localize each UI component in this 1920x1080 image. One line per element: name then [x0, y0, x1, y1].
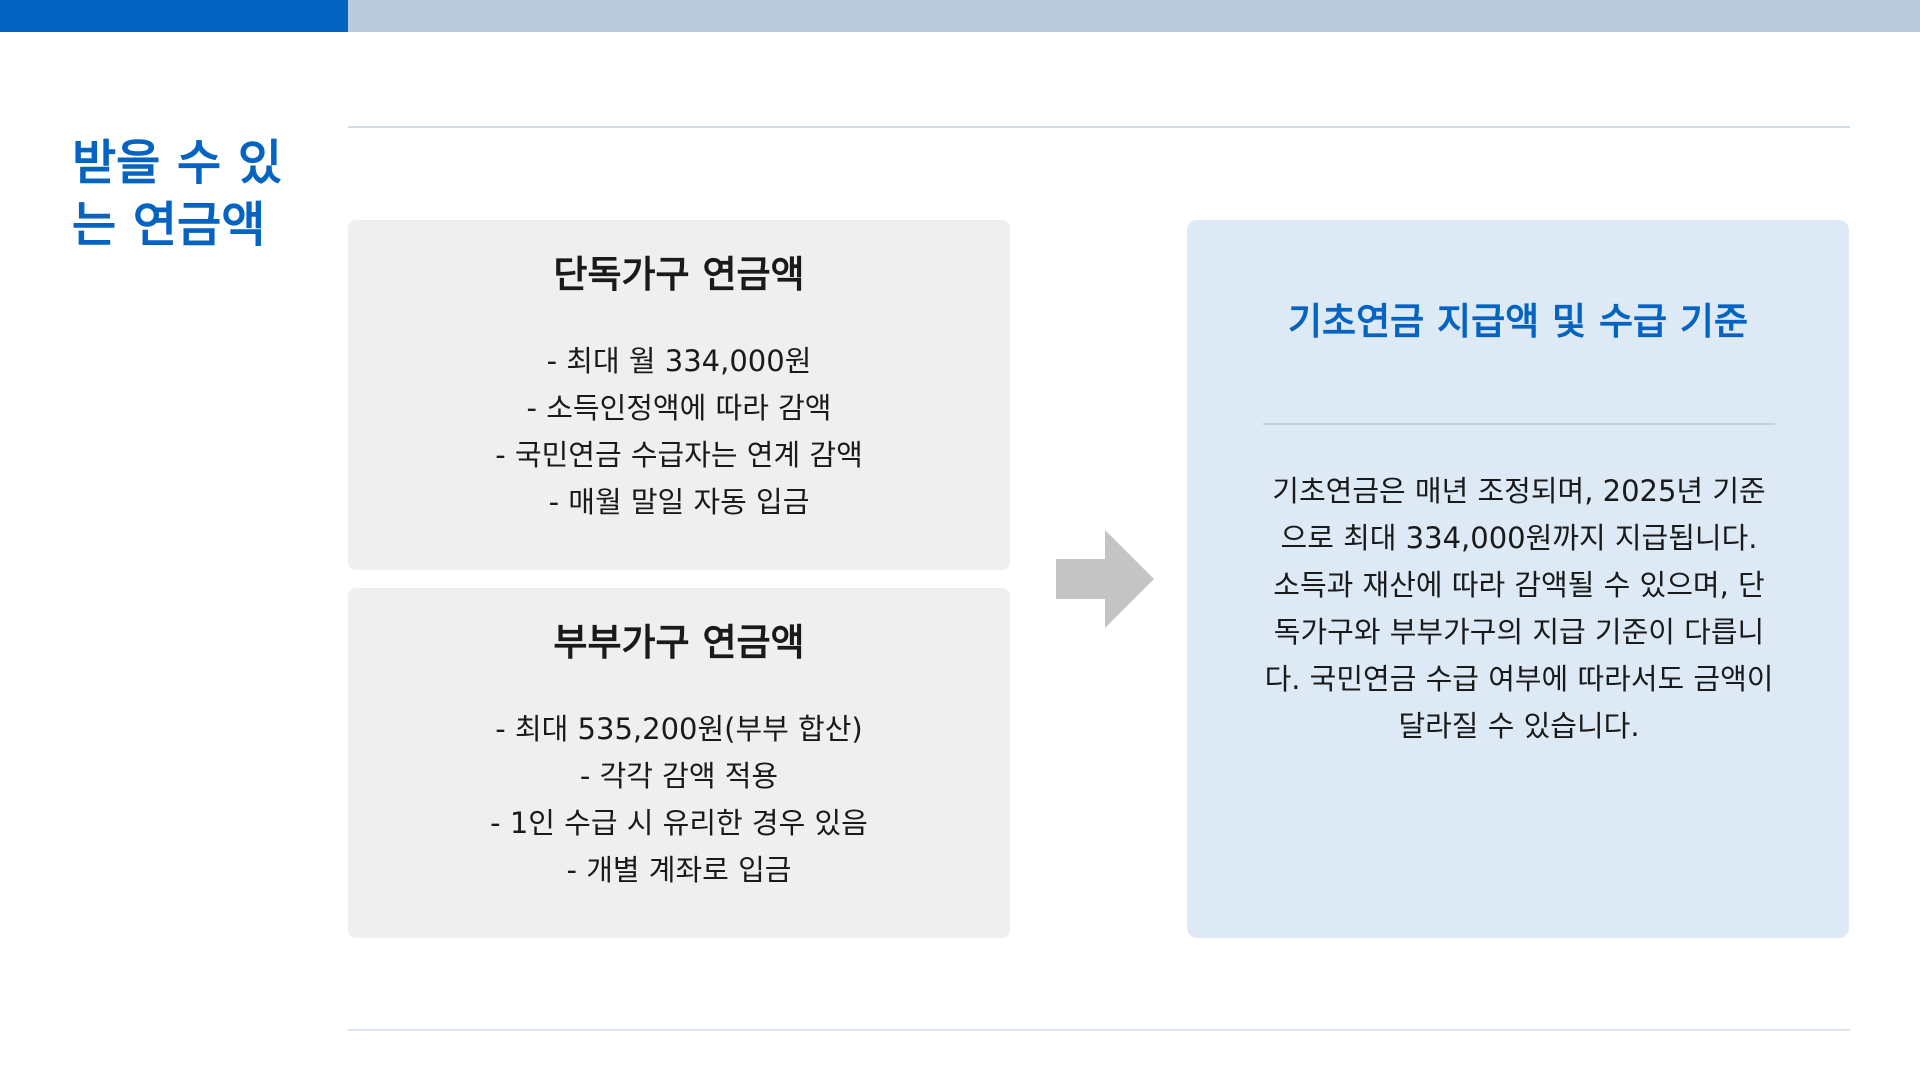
list-item: - 1인 수급 시 유리한 경우 있음	[490, 806, 868, 840]
bottom-divider	[348, 1029, 1850, 1031]
couple-household-card: 부부가구 연금액 - 최대 535,200원(부부 합산) - 각각 감액 적용…	[348, 588, 1010, 938]
section-title: 받을 수 있는 연금액	[72, 135, 283, 253]
couple-household-title: 부부가구 연금액	[553, 621, 805, 664]
list-item: - 매월 말일 자동 입금	[548, 485, 810, 519]
top-bar-accent	[0, 0, 348, 32]
single-household-title: 단독가구 연금액	[553, 253, 805, 296]
list-item: - 국민연금 수급자는 연계 감액	[495, 438, 863, 472]
info-panel-title: 기초연금 지급액 및 수급 기준	[1287, 300, 1748, 343]
list-item: - 최대 535,200원(부부 합산)	[495, 712, 863, 746]
info-panel-body: 기초연금은 매년 조정되며, 2025년 기준으로 최대 334,000원까지 …	[1264, 474, 1774, 743]
list-item: - 소득인정액에 따라 감액	[526, 391, 832, 425]
top-divider	[348, 126, 1850, 128]
single-household-card: 단독가구 연금액 - 최대 월 334,000원 - 소득인정액에 따라 감액 …	[348, 220, 1010, 570]
info-panel-divider	[1263, 423, 1775, 425]
info-panel: 기초연금은 매년 조정되며, 2025년 기준으로 최대 334,000원까지 …	[1187, 220, 1849, 938]
couple-household-list: - 최대 535,200원(부부 합산) - 각각 감액 적용 - 1인 수급 …	[348, 706, 1010, 894]
arrow-right-icon	[1056, 530, 1154, 628]
list-item: - 개별 계좌로 입금	[566, 853, 792, 887]
single-household-list: - 최대 월 334,000원 - 소득인정액에 따라 감액 - 국민연금 수급…	[348, 338, 1010, 526]
list-item: - 최대 월 334,000원	[546, 344, 812, 378]
list-item: - 각각 감액 적용	[579, 759, 779, 793]
